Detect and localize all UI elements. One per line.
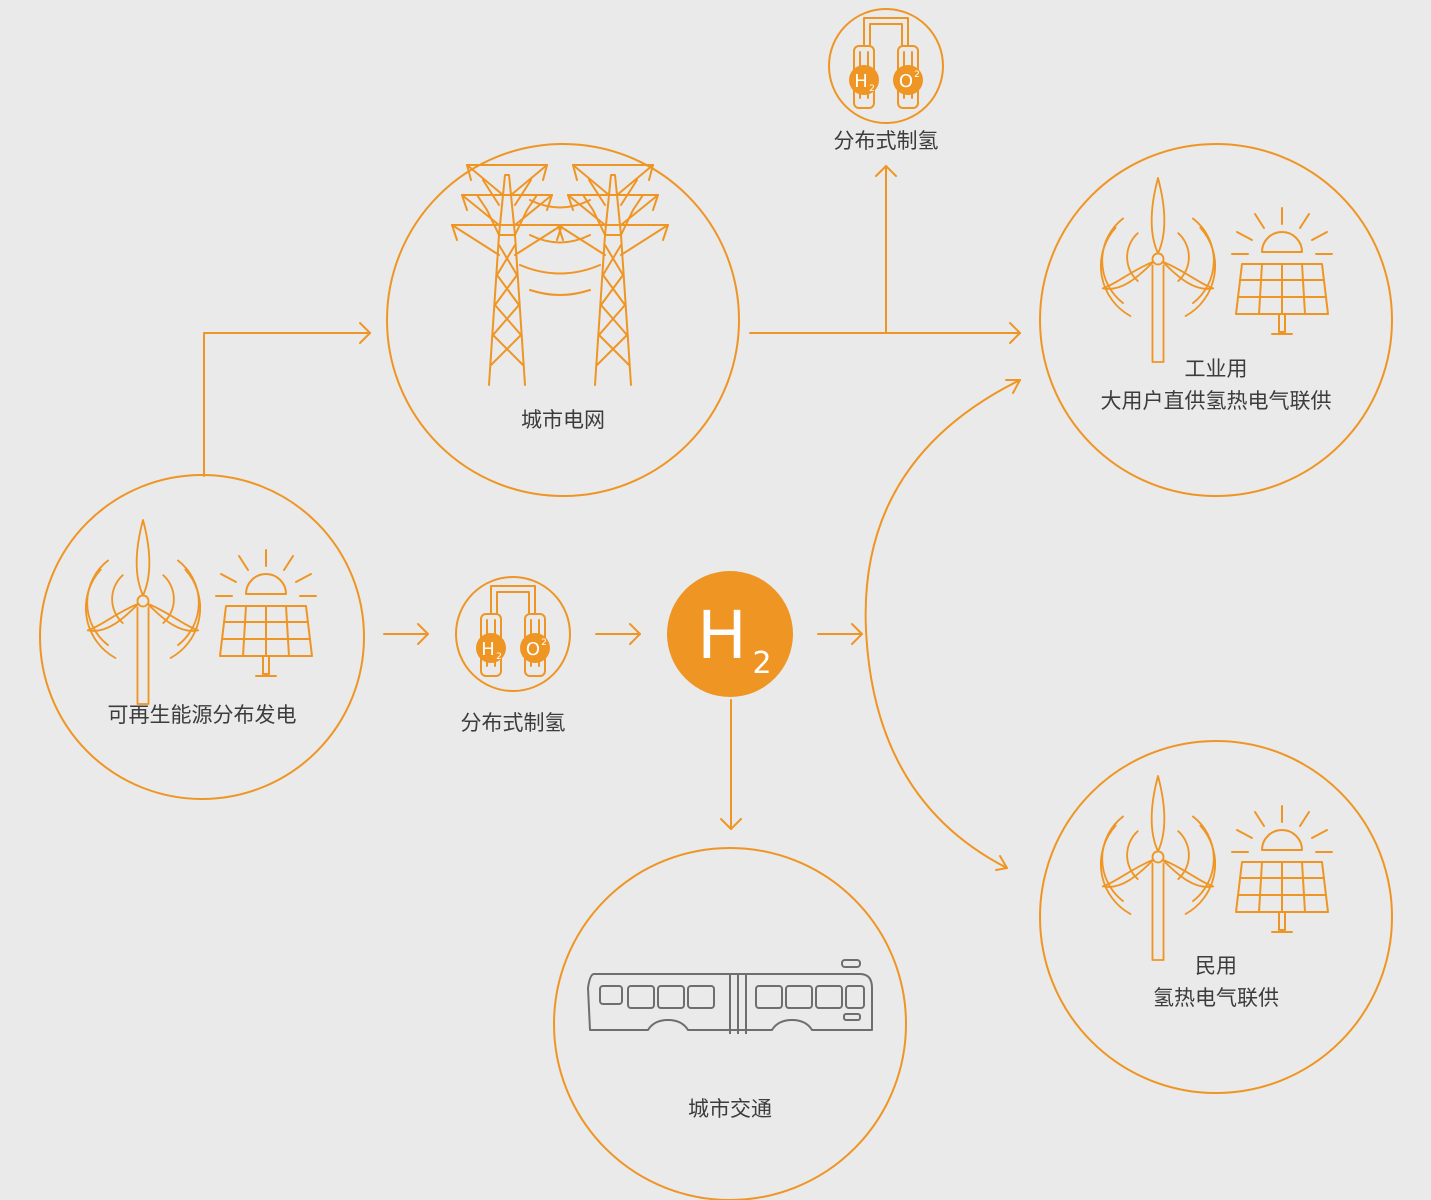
grid-circle (386, 143, 740, 497)
solar-panel-icon (1231, 207, 1333, 335)
electrolyzer-icon (848, 17, 924, 109)
transport-label: 城市交通 (688, 1097, 772, 1121)
solar-panel-icon (1231, 805, 1333, 933)
civil-label-line1: 民用 (1195, 954, 1237, 978)
arrow-renewable-to-grid (203, 332, 371, 477)
power-tower-icon (451, 164, 669, 386)
grid-label: 城市电网 (521, 408, 605, 432)
solar-panel-icon (215, 549, 317, 677)
hydrogen-symbol: H (697, 597, 747, 674)
top-electrolyzer-circle (828, 8, 944, 124)
mid-electrolyzer-circle (455, 576, 571, 692)
industrial-label-line2: 大用户直供氢热电气联供 (1100, 389, 1332, 413)
top-electrolyzer-label: 分布式制氢 (833, 129, 939, 153)
transport-circle (553, 847, 907, 1200)
mid-electrolyzer-label: 分布式制氢 (460, 711, 566, 735)
wind-turbine-icon (1099, 177, 1217, 363)
flow-arrows (203, 165, 1021, 871)
civil-label-line2: 氢热电气联供 (1153, 986, 1279, 1010)
electrolyzer-icon (475, 585, 551, 677)
civil-circle (1039, 740, 1393, 1094)
arrow-split-curve (864, 379, 1021, 869)
hydrogen-circle (667, 571, 793, 697)
hydrogen-subscript: 2 (752, 646, 771, 681)
bus-icon (587, 959, 873, 1034)
wind-turbine-icon (1099, 775, 1217, 961)
wind-turbine-icon (84, 519, 202, 705)
renewable-label: 可再生能源分布发电 (107, 703, 297, 727)
renewable-circle (39, 474, 365, 800)
industrial-circle (1039, 143, 1393, 497)
industrial-label-line1: 工业用 (1184, 357, 1248, 381)
